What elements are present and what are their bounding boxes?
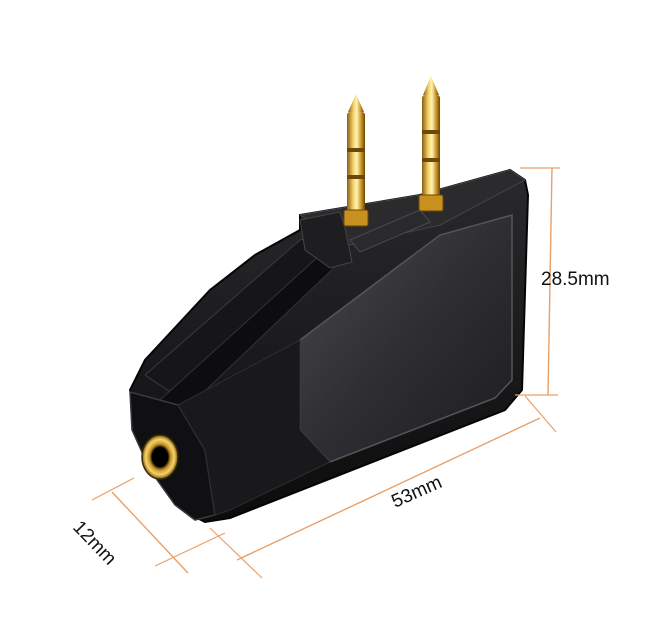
height-dimension: 28.5mm [515, 167, 610, 396]
width-label: 12mm [68, 517, 120, 570]
plug-pin-right [418, 76, 444, 212]
audio-jack [141, 434, 179, 480]
length-label: 53mm [388, 472, 445, 513]
height-label: 28.5mm [541, 269, 610, 290]
adapter-body [128, 168, 530, 524]
plug-pin-left [343, 94, 369, 227]
